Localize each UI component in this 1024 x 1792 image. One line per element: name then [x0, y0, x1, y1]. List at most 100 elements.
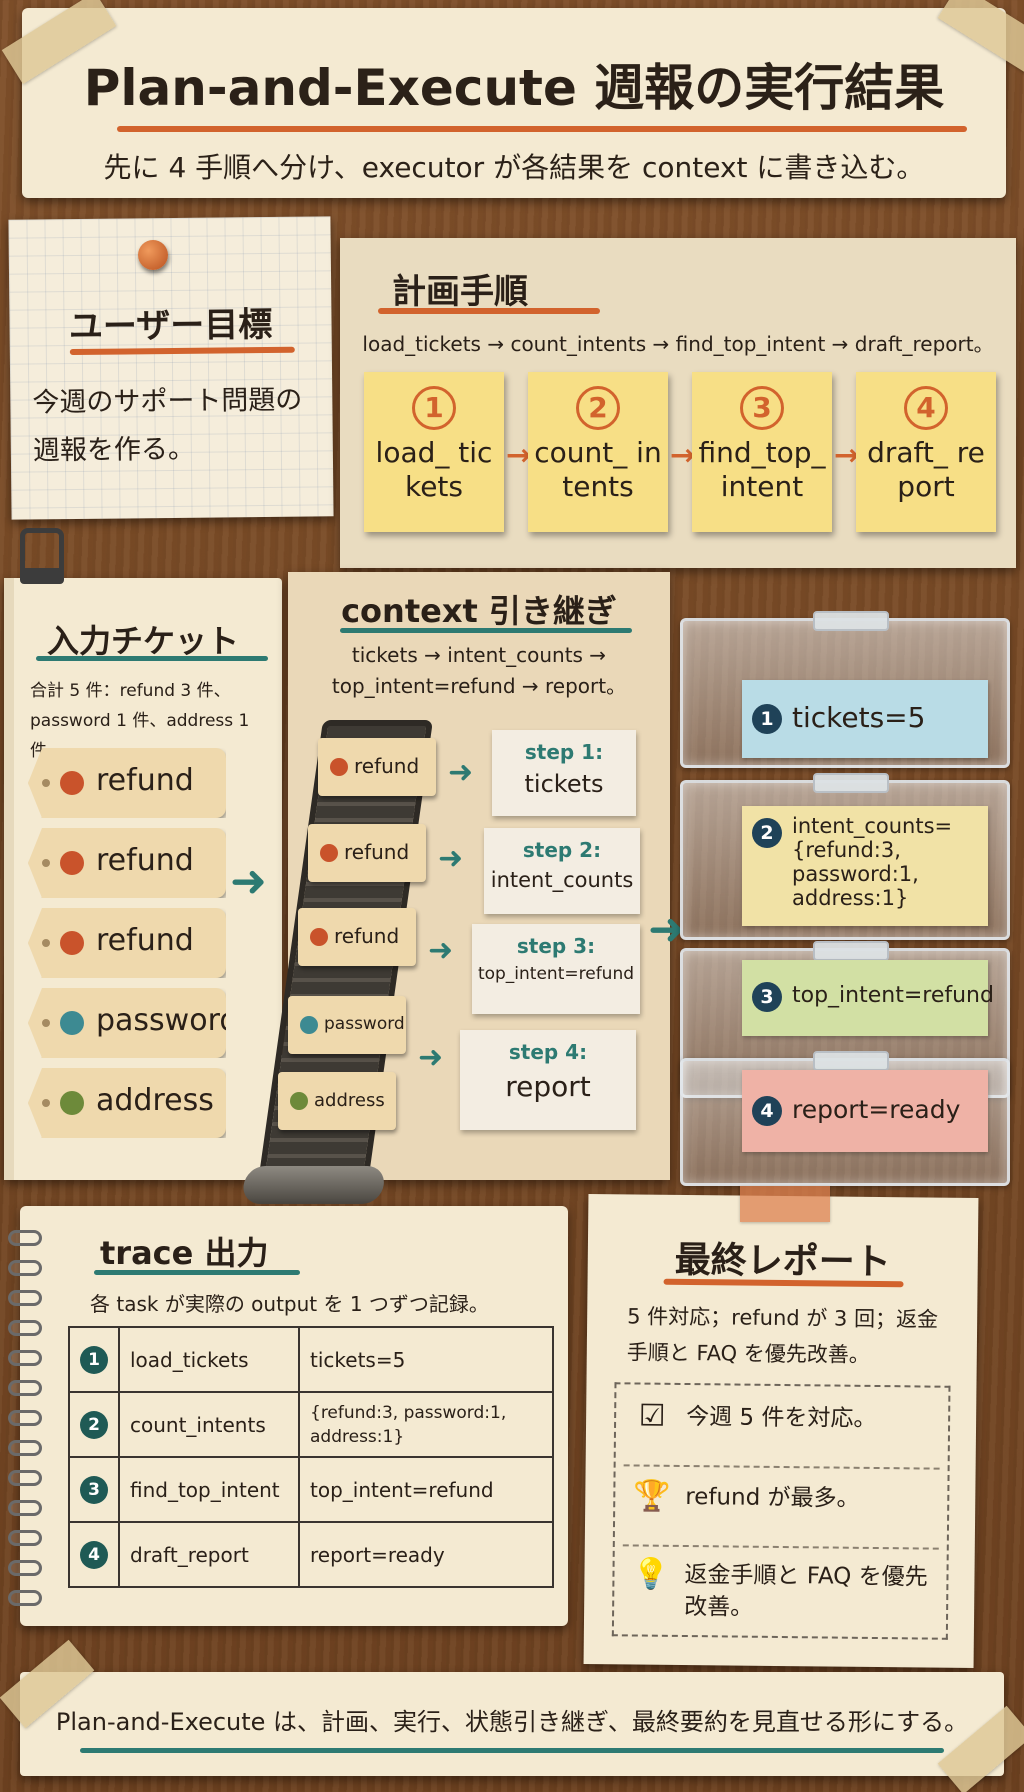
binder-clip-icon	[20, 528, 64, 584]
step-number: 2	[576, 386, 620, 430]
title-underline	[117, 126, 967, 132]
trace-output: report=ready	[298, 1521, 554, 1588]
drawer-handle	[813, 773, 889, 793]
goal-title: ユーザー目標	[68, 304, 273, 348]
context-step-2: step 2: intent_counts	[484, 828, 640, 914]
ticket-tag: refund	[28, 828, 226, 898]
footer-text: Plan-and-Execute は、計画、実行、状態引き継ぎ、最終要約を見直せ…	[55, 1708, 969, 1736]
goal-card: ユーザー目標 今週のサポート問題の週報を作る。	[8, 216, 334, 520]
conveyor-roller	[241, 1166, 387, 1204]
row-number: 4	[80, 1540, 108, 1569]
trace-underline	[94, 1270, 300, 1275]
ticket-label: refund	[344, 840, 410, 864]
drawer-handle	[813, 941, 889, 961]
arrow-right-icon: ➜	[448, 755, 474, 790]
ticket-label: refund	[334, 924, 400, 948]
row-number: 3	[80, 1475, 108, 1504]
trace-output: tickets=5	[298, 1326, 554, 1393]
drawer-text: report=ready	[792, 1095, 961, 1124]
plan-underline	[378, 308, 600, 314]
plan-card: 計画手順 load_tickets → count_intents → find…	[340, 238, 1016, 568]
table-row: 2 count_intents {refund:3, password:1, a…	[68, 1391, 554, 1458]
final-item-text: refund が最多。	[685, 1484, 860, 1512]
ticket-label: address	[314, 1090, 385, 1111]
row-number: 2	[80, 1410, 108, 1439]
arrow-right-icon: ➜	[418, 1040, 444, 1075]
trace-output: top_intent=refund	[298, 1456, 554, 1523]
ticket-label: password	[324, 1014, 405, 1034]
trace-task: load_tickets	[118, 1326, 300, 1393]
table-row: 3 find_top_intent top_intent=refund	[68, 1456, 554, 1523]
footer-strip: Plan-and-Execute は、計画、実行、状態引き継ぎ、最終要約を見直せ…	[20, 1672, 1004, 1776]
context-step-1: step 1: tickets	[492, 730, 636, 816]
goal-underline	[69, 346, 295, 356]
ticket-label: password	[96, 1003, 239, 1038]
context-step-3: step 3: top_intent=refund	[472, 924, 640, 1014]
step-value: intent_counts	[490, 868, 634, 892]
drawer-number: 4	[752, 1096, 782, 1126]
input-summary: 合計 5 件：refund 3 件、password 1 件、address 1…	[30, 681, 250, 761]
final-item: ☑ 今週 5 件を対応。	[628, 1398, 941, 1461]
ticket-dot	[320, 844, 338, 862]
ticket-label: refund	[354, 754, 420, 778]
ticket-dot	[290, 1092, 308, 1110]
table-row: 1 load_tickets tickets=5	[68, 1326, 554, 1393]
row-number: 1	[80, 1345, 108, 1374]
final-item-text: 今週 5 件を対応。	[686, 1404, 877, 1432]
ticket-dot	[60, 1011, 84, 1035]
ticket-tag: password	[28, 988, 226, 1058]
ticket-tag: refund	[28, 908, 226, 978]
trace-task: draft_report	[118, 1521, 300, 1588]
trace-table: 1 load_tickets tickets=5 2 count_intents…	[68, 1326, 554, 1588]
step-label: count_ intents	[534, 436, 662, 503]
step-label: find_top_ intent	[698, 436, 826, 503]
step-header: step 1:	[524, 740, 604, 764]
arrow-right-icon: →	[834, 438, 860, 473]
ticket-tag: refund	[28, 748, 226, 818]
page-title: Plan-and-Execute 週報の実行結果	[83, 59, 945, 117]
tape-strip	[740, 1186, 830, 1222]
arrow-right-icon: →	[506, 438, 532, 473]
drawer-number: 3	[752, 982, 782, 1012]
final-item-text: 返金手順と FAQ を優先改善。	[684, 1561, 928, 1621]
ticket-dot	[60, 851, 84, 875]
belt-ticket-tag: password	[288, 996, 406, 1054]
belt-ticket-tag: refund	[298, 908, 416, 966]
trace-task: find_top_intent	[118, 1456, 300, 1523]
drawer-number: 2	[752, 818, 782, 848]
plan-step-3: 3 find_top_ intent	[692, 372, 832, 532]
drawer-text: intent_counts= {refund:3, password:1, ad…	[792, 814, 953, 910]
context-sequence: tickets → intent_counts → top_intent=ref…	[288, 640, 670, 702]
ticket-label: refund	[96, 763, 194, 798]
final-item: 💡 返金手順と FAQ を優先改善。	[626, 1556, 939, 1635]
ticket-tag: address	[28, 1068, 226, 1138]
drawer-text: tickets=5	[792, 701, 926, 734]
goal-text: 今週のサポート問題の週報を作る。	[32, 384, 303, 467]
final-underline	[663, 1278, 904, 1288]
ticket-dot	[60, 1091, 84, 1115]
lightbulb-icon: 💡	[632, 1556, 671, 1592]
trace-title: trace 出力	[100, 1234, 269, 1272]
arrow-right-icon: →	[670, 438, 696, 473]
trace-output: {refund:3, password:1, address:1}	[298, 1391, 554, 1458]
context-sequence-line: tickets → intent_counts →	[351, 643, 607, 667]
step-header: step 4:	[508, 1040, 588, 1064]
ticket-label: refund	[96, 843, 194, 878]
step-header: step 3:	[516, 934, 596, 958]
belt-ticket-tag: address	[278, 1072, 396, 1130]
trophy-icon: 🏆	[633, 1478, 671, 1514]
context-step-4: step 4: report	[460, 1030, 636, 1130]
context-underline	[340, 628, 632, 633]
step-number: 3	[740, 386, 784, 430]
plan-step-2: 2 count_ intents	[528, 372, 668, 532]
plan-step-4: 4 draft_ report	[856, 372, 996, 532]
trace-subtitle: 各 task が実際の output を 1 つずつ記録。	[90, 1292, 489, 1316]
ticket-label: address	[96, 1083, 214, 1118]
table-row: 4 draft_report report=ready	[68, 1521, 554, 1588]
context-drawers: 1 tickets=5 2 intent_counts= {refund:3, …	[680, 570, 1016, 1190]
drawer-label: 1 tickets=5	[742, 680, 988, 758]
belt-ticket-tag: refund	[308, 824, 426, 882]
plan-sequence: load_tickets → count_intents → find_top_…	[362, 332, 994, 356]
belt-ticket-tag: refund	[318, 738, 436, 796]
ticket-dot	[310, 928, 328, 946]
